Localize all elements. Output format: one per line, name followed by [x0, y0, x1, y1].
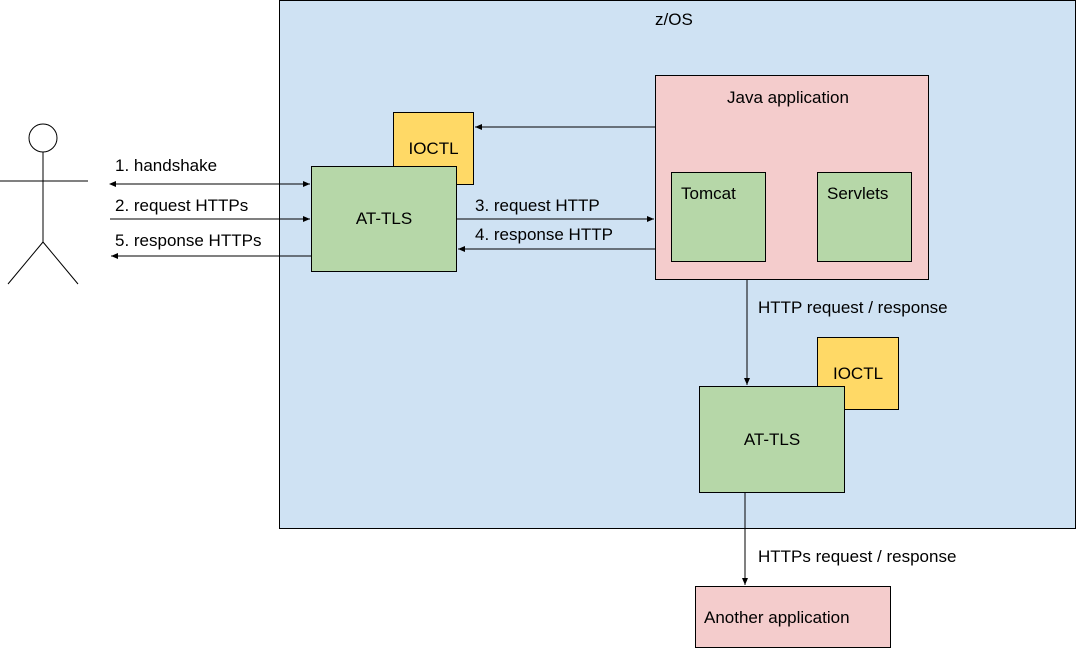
user-actor-icon — [0, 123, 88, 285]
another-application-label: Another application — [704, 608, 850, 627]
servlets-box — [817, 172, 912, 262]
response-http-label: 4. response HTTP — [475, 225, 613, 244]
ioctl-top-label: IOCTL — [408, 138, 459, 158]
attls-bottom-label: AT-TLS — [743, 429, 801, 449]
tomcat-box — [671, 172, 766, 262]
attls-bottom-box: AT-TLS — [699, 386, 845, 493]
attls-left-box: AT-TLS — [311, 166, 457, 272]
request-http-label: 3. request HTTP — [475, 196, 600, 215]
another-application-box — [695, 586, 891, 648]
java-application-label: Java application — [727, 88, 849, 107]
https-request-response-label: HTTPs request / response — [758, 547, 957, 566]
zos-label: z/OS — [655, 10, 693, 29]
attls-left-label: AT-TLS — [355, 209, 413, 228]
servlets-label: Servlets — [827, 184, 889, 203]
handshake-label: 1. handshake — [115, 156, 218, 175]
http-request-response-label: HTTP request / response — [758, 298, 948, 317]
ioctl-bottom-label: IOCTL — [832, 363, 884, 383]
response-https-label: 5. response HTTPs — [115, 231, 262, 250]
request-https-label: 2. request HTTPs — [115, 196, 249, 215]
tomcat-label: Tomcat — [681, 184, 736, 203]
